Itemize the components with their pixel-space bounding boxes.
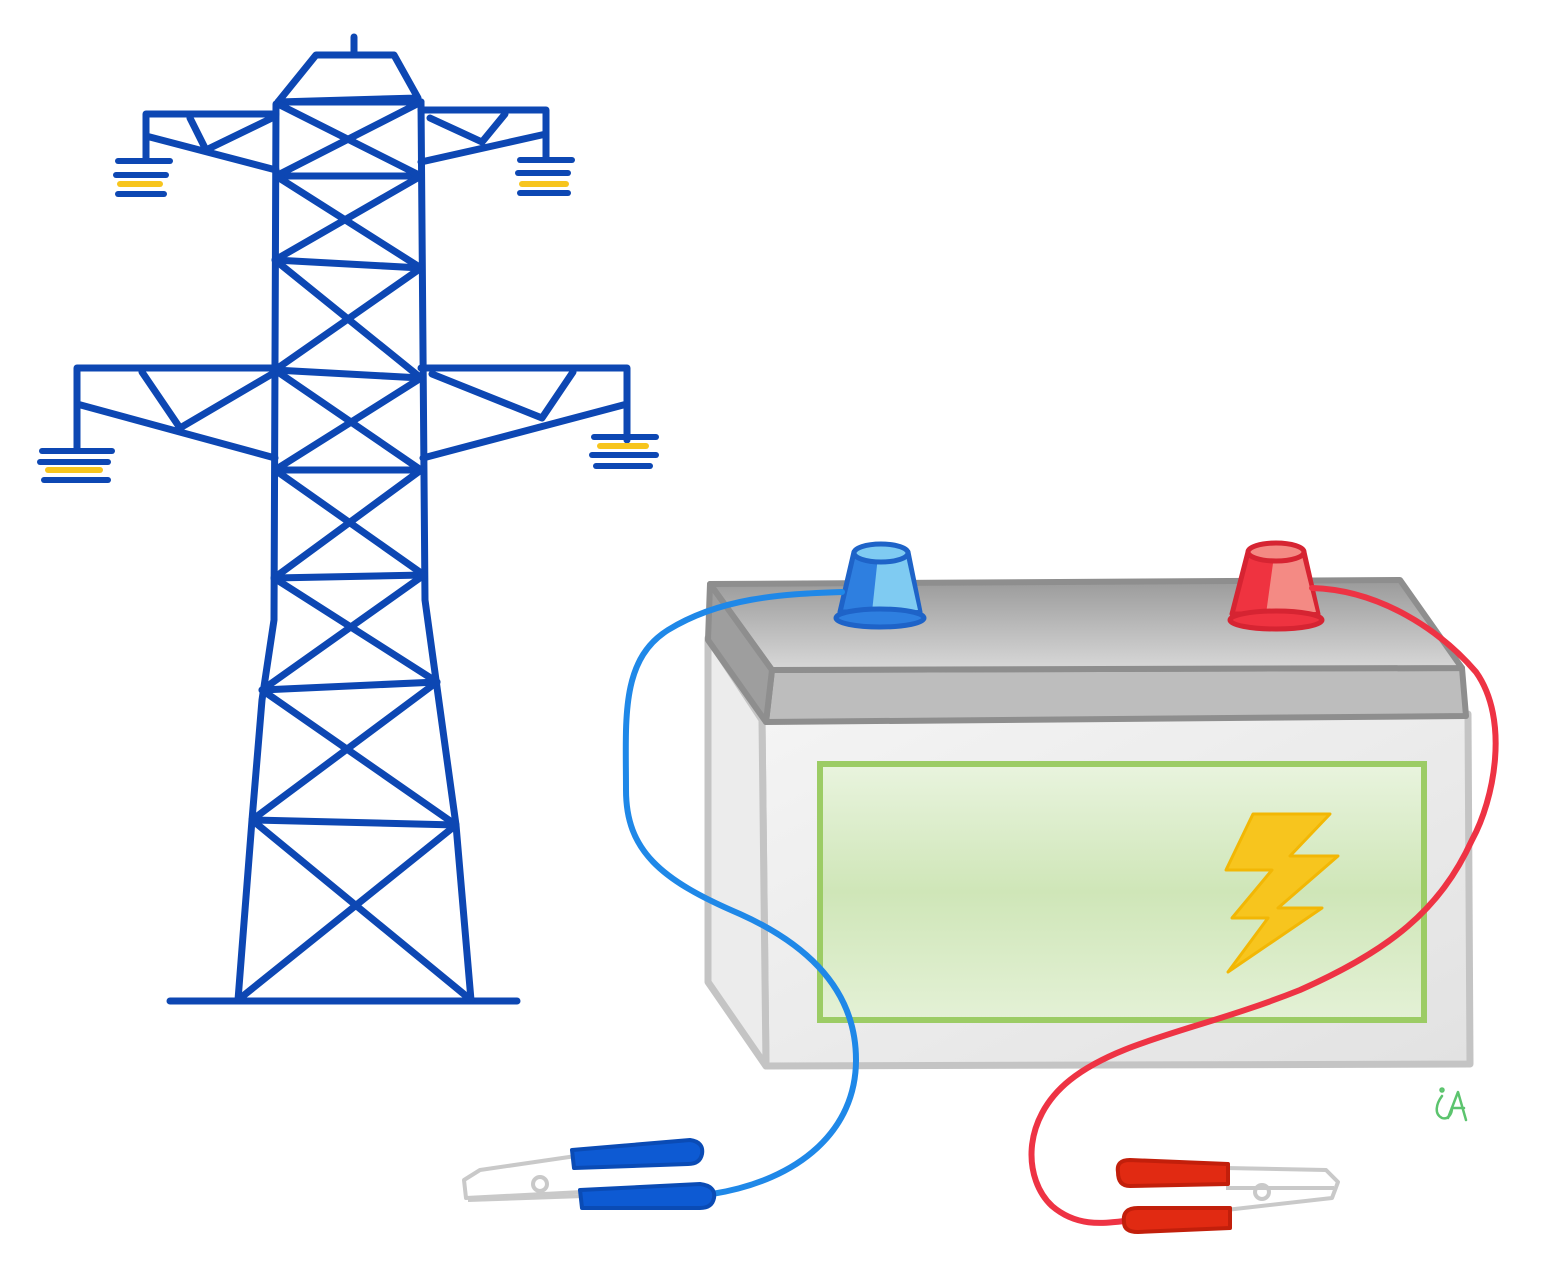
- negative-wire: [622, 589, 859, 1197]
- negative-clamp-handle-upper: [570, 1138, 705, 1170]
- tower-right-leg: [417, 98, 475, 1004]
- insulator-upper-right: [515, 157, 575, 196]
- artist-signature: [1435, 1087, 1468, 1122]
- transmission-tower: [73, 33, 631, 1005]
- tower-roof: [274, 51, 422, 106]
- tower-lower-left-arm: [73, 364, 279, 462]
- battery-label-panel: [817, 761, 1427, 1023]
- tower-left-leg: [234, 100, 280, 1004]
- positive-clamp-handle-lower: [1121, 1206, 1232, 1234]
- tower-insulators: [37, 157, 659, 483]
- battery-lid-front: [763, 665, 1469, 725]
- insulator-lower-right: [589, 434, 659, 469]
- insulator-lower-left: [37, 448, 115, 483]
- positive-wire: [1028, 585, 1499, 1226]
- positive-terminal: [1227, 540, 1325, 632]
- tower-upper-right-arm: [417, 106, 550, 166]
- negative-clamp-jaw: [462, 1154, 585, 1202]
- tower-upper-left-arm: [142, 110, 280, 174]
- insulator-upper-left: [113, 158, 173, 197]
- jumper-cable-negative: [462, 589, 859, 1210]
- positive-clamp-handle-upper: [1115, 1158, 1230, 1188]
- negative-terminal: [833, 541, 927, 630]
- tower-tier-lines: [248, 98, 460, 829]
- lightning-bolt-icon: [1224, 812, 1340, 974]
- positive-clamp-jaw: [1225, 1166, 1340, 1212]
- tower-lower-right-arm: [417, 364, 631, 462]
- negative-clamp-handle-lower: [578, 1182, 717, 1210]
- battery-lid-side: [705, 581, 775, 725]
- tower-cross-bracing: [234, 98, 475, 1004]
- car-battery: [704, 540, 1474, 1070]
- jumper-cable-positive: [1028, 585, 1499, 1234]
